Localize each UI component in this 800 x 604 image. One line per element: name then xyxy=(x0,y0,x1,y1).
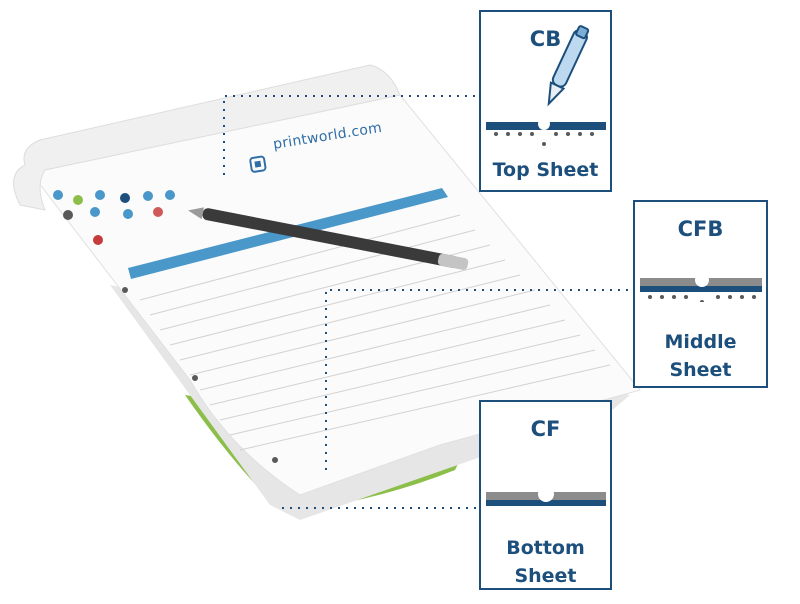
cb-coating-icon xyxy=(486,118,606,146)
panel-bottom-label-line2: Sheet xyxy=(514,565,577,587)
leader-lines xyxy=(223,95,634,509)
panel-middle-code: CFB xyxy=(677,217,724,241)
panel-bottom-label-line1: Bottom xyxy=(506,537,585,559)
cf-coating-icon xyxy=(486,488,606,506)
dot-pattern xyxy=(53,190,278,463)
cfb-coating-icon xyxy=(640,273,762,302)
binding-curl xyxy=(13,64,401,211)
panel-middle-label-line1: Middle xyxy=(664,331,737,353)
panel-bottom-sheet: CF Bottom Sheet xyxy=(479,400,612,590)
form-lines xyxy=(139,214,611,451)
panel-top-code: CB xyxy=(529,27,562,51)
panel-bottom-code: CF xyxy=(530,417,561,441)
top-sheet xyxy=(24,94,641,496)
panel-top-label: Top Sheet xyxy=(492,159,599,181)
pen xyxy=(188,207,469,270)
panel-top-sheet: CB Top Sheet xyxy=(479,10,612,192)
panel-middle-label-line2: Sheet xyxy=(669,359,732,381)
printworld-logo-icon xyxy=(249,155,270,176)
pen-icon xyxy=(547,25,590,107)
panel-middle-sheet: CFB Middle Sheet xyxy=(633,200,768,388)
